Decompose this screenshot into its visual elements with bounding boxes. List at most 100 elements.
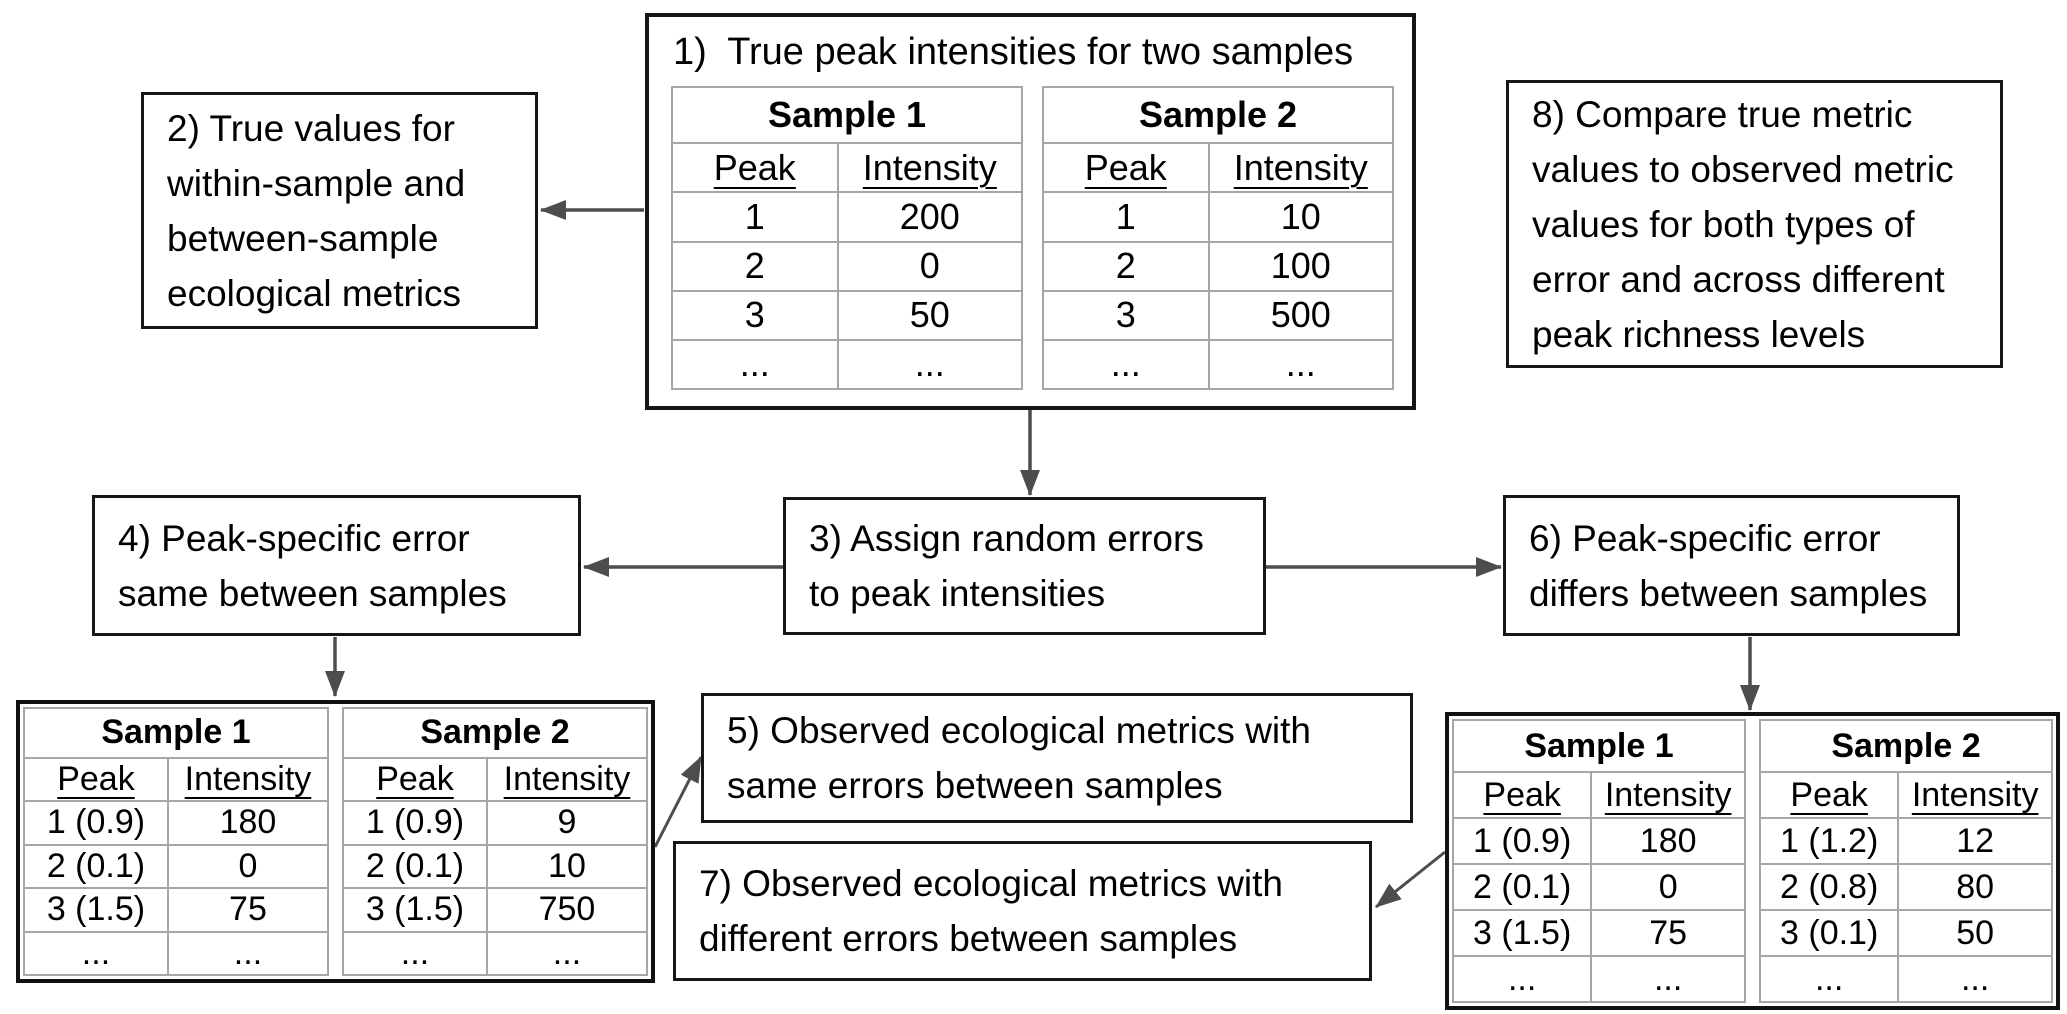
table-row: 3 (1.5) 750	[344, 887, 646, 931]
table-row: 1 (0.9) 180	[25, 800, 327, 844]
table-column-header-row: Peak Intensity	[344, 756, 646, 801]
step4-text: 4) Peak-specific error same between samp…	[118, 517, 507, 614]
table-cell: 0	[1590, 865, 1744, 910]
table-row: 3 500	[1044, 289, 1392, 339]
table-row: 1 (0.9) 9	[344, 800, 646, 844]
table-row: 3 (1.5) 75	[1454, 909, 1744, 956]
table-row: 1 (0.9) 180	[1454, 817, 1744, 864]
table-row: 1 10	[1044, 191, 1392, 241]
step7-box: 7) Observed ecological metrics with diff…	[673, 841, 1372, 981]
table-row: 2 (0.1)0	[25, 843, 327, 888]
table-cell: 2 (0.1)	[46, 846, 146, 885]
table-cell: 3 (1.5)	[46, 890, 146, 929]
table-cell: ...	[485, 932, 646, 975]
table-cell: 50	[1897, 911, 2051, 956]
table-row: 2 (0.1)0	[1454, 863, 1744, 910]
table-cell: 2	[744, 245, 765, 287]
table-cell: 500	[1207, 291, 1392, 339]
table-cell: 12	[1897, 819, 2051, 864]
table-cell: 1	[1115, 195, 1136, 237]
table-cell: ...	[1507, 959, 1537, 998]
table-cell: ...	[1814, 959, 1844, 998]
table-row: ......	[1454, 955, 1744, 1002]
step1-title: 1) True peak intensities for two samples	[673, 31, 1354, 73]
table-cell: 3	[744, 294, 765, 336]
column-header: Peak	[57, 759, 135, 798]
table-cell: 50	[836, 291, 1021, 339]
column-header: Intensity	[1897, 773, 2051, 818]
column-header: Intensity	[1207, 144, 1392, 192]
table-cell: 3 (0.1)	[1780, 913, 1879, 952]
step3-text: 3) Assign random errors to peak intensit…	[809, 518, 1204, 614]
table-cell: 100	[1207, 242, 1392, 290]
step4-box: 4) Peak-specific error same between samp…	[92, 495, 581, 636]
table-row: ......	[1761, 955, 2051, 1002]
table-cell: 9	[485, 802, 646, 844]
column-header: Peak	[1084, 146, 1167, 188]
column-header: Peak	[376, 759, 454, 798]
column-header: Intensity	[1590, 773, 1744, 818]
table-cell: 180	[166, 802, 327, 844]
table-row: 2 (0.8)80	[1761, 863, 2051, 910]
table-row: 1 (1.2) 12	[1761, 817, 2051, 864]
table-cell: 1 (0.9)	[46, 803, 146, 842]
table-cell: 1 (0.9)	[365, 803, 465, 842]
table-cell: 1 (0.9)	[1473, 821, 1572, 860]
step6-text: 6) Peak-specific error differs between s…	[1529, 517, 1928, 614]
table-cell: 3 (1.5)	[365, 890, 465, 929]
table-cell: ...	[81, 933, 111, 972]
table-cell: 180	[1590, 819, 1744, 864]
table-title: Sample 2	[1831, 726, 1981, 765]
table-column-header-row: Peak Intensity	[1044, 142, 1392, 192]
table-cell: 75	[166, 889, 327, 931]
table-cell: ...	[400, 933, 430, 972]
table-row: 2 (0.1)10	[344, 843, 646, 888]
arrow-diff-error-table-to-step7	[1375, 850, 1446, 909]
column-header: Peak	[713, 146, 796, 188]
step2-text: 2) True values for within-sample and bet…	[167, 107, 466, 314]
arrow-same-error-table-to-step5	[653, 756, 703, 848]
table-row: 2 100	[1044, 240, 1392, 290]
column-header: Intensity	[166, 758, 327, 801]
table-title: Sample 2	[1138, 94, 1298, 136]
table-cell: 1 (1.2)	[1780, 821, 1879, 860]
table-cell: 10	[1207, 193, 1392, 241]
table-cell: 3	[1115, 294, 1136, 336]
table-cell: ...	[836, 340, 1021, 389]
column-header: Intensity	[485, 758, 646, 801]
table-column-header-row: Peak Intensity	[25, 756, 327, 801]
step8-box: 8) Compare true metric values to observe…	[1506, 80, 2003, 368]
table-cell: 200	[836, 193, 1021, 241]
table-column-header-row: Peak Intensity	[673, 142, 1021, 192]
table-cell: 10	[485, 845, 646, 888]
column-header: Intensity	[836, 144, 1021, 192]
table-row: 3 (1.5) 75	[25, 887, 327, 931]
step5-text: 5) Observed ecological metrics with same…	[727, 710, 1311, 806]
step1-box: 1) True peak intensities for two samples…	[645, 13, 1416, 410]
table-cell: 75	[1590, 911, 1744, 956]
table-row: 3 50	[673, 289, 1021, 339]
step7-text: 7) Observed ecological metrics with diff…	[699, 863, 1283, 959]
table-cell: ...	[1110, 343, 1141, 385]
column-header: Peak	[1790, 775, 1868, 814]
step6-box: 6) Peak-specific error differs between s…	[1503, 495, 1960, 636]
table-row: ......	[25, 930, 327, 975]
table-row: 3 (0.1) 50	[1761, 909, 2051, 956]
table-cell: 2	[1115, 245, 1136, 287]
table-cell: 3 (1.5)	[1473, 913, 1572, 952]
table-title: Sample 2	[420, 713, 570, 752]
table-title: Sample 1	[1524, 726, 1674, 765]
step2-box: 2) True values for within-sample and bet…	[141, 92, 538, 329]
table-cell: ...	[166, 932, 327, 975]
table-row: ......	[344, 930, 646, 975]
column-header: Peak	[1483, 775, 1561, 814]
table-cell: 750	[485, 889, 646, 931]
